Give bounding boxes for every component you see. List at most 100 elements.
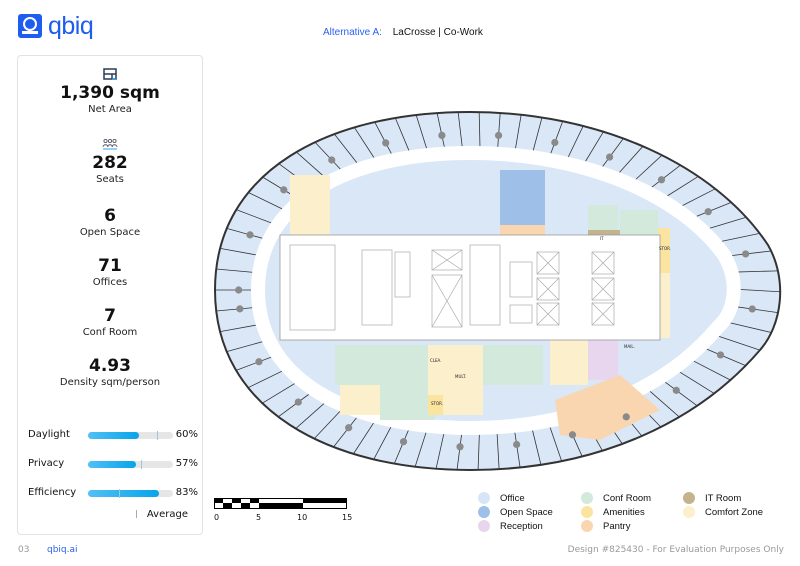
metric-label: Privacy (28, 458, 65, 469)
conf-room-swatch (581, 492, 593, 504)
metric-value: 83% (175, 487, 198, 498)
column (551, 138, 559, 147)
brand-name: qbiq (48, 12, 94, 40)
column (294, 398, 302, 406)
office-wall (673, 367, 715, 394)
office-wall (226, 339, 270, 352)
column (328, 156, 336, 164)
website-link[interactable]: qbiq.ai (47, 545, 78, 555)
stat-label: Offices (92, 277, 128, 288)
column (513, 440, 521, 449)
column (657, 176, 666, 184)
floor-area-icon (103, 68, 117, 80)
average-legend: Average (135, 509, 188, 520)
room-label-storage: STOR. (431, 401, 443, 406)
metric-privacy: Privacy 57% (28, 458, 198, 472)
legend-label: Office (500, 492, 525, 504)
office-wall (248, 192, 289, 213)
office-wall (733, 288, 781, 293)
column (280, 186, 288, 194)
structural-columns (235, 131, 756, 451)
stat-value: 7 (104, 306, 116, 326)
office-wall (711, 333, 761, 351)
column (748, 305, 756, 313)
legend-office: Office (478, 492, 525, 504)
office-wall (644, 386, 680, 418)
legend-pantry: Pantry (581, 520, 630, 532)
scale-label: 15 (342, 513, 353, 522)
office-wall (686, 357, 731, 381)
office-wall (236, 209, 278, 226)
column (716, 351, 725, 359)
room-label-mail: MAIL. (624, 344, 635, 349)
stat-density: 4.93 Density sqm/person (18, 356, 202, 388)
stat-label: Conf Room (82, 327, 138, 338)
page-header: Alternative A: LaCrosse | Co-Work (323, 27, 483, 38)
column (494, 131, 503, 140)
column (456, 443, 464, 451)
column (236, 305, 244, 313)
stat-value: 6 (104, 206, 116, 226)
office-wall (731, 270, 778, 273)
metric-daylight: Daylight 60% (28, 429, 198, 443)
column (742, 250, 750, 258)
it-room-swatch (683, 492, 695, 504)
scale-label: 10 (297, 513, 308, 522)
open-space-swatch (478, 506, 490, 518)
office-wall (220, 323, 263, 333)
metric-bar (88, 489, 173, 498)
column (399, 438, 408, 446)
design-note: Design #825430 - For Evaluation Purposes… (567, 545, 784, 555)
qbiq-logo-icon (18, 14, 42, 38)
page-number: 03 (18, 545, 30, 555)
office-wall (295, 398, 330, 429)
average-label: Average (146, 509, 188, 520)
average-marker (118, 489, 120, 498)
floor-plan[interactable]: IT STOR. STOR. MULT. CLEA. MAIL. (200, 100, 790, 485)
stat-value: 282 (92, 153, 128, 173)
stat-value: 4.93 (89, 356, 131, 376)
scale-bar: 0 5 10 15 (214, 495, 352, 522)
metric-value: 60% (175, 429, 198, 440)
reception-swatch (478, 520, 490, 532)
office-swatch (478, 492, 490, 504)
stat-seats: 282 Seats (18, 138, 202, 185)
column (246, 231, 254, 239)
legend-reception: Reception (478, 520, 543, 532)
stat-offices: 71 Offices (18, 256, 202, 288)
inner-rooms: IT STOR. STOR. MULT. CLEA. MAIL. (279, 170, 671, 440)
column (382, 139, 390, 147)
room-label-storage: STOR. (659, 246, 671, 251)
office-wall (247, 367, 289, 389)
pantry-swatch (581, 520, 593, 532)
project-name: LaCrosse | Co-Work (392, 27, 483, 38)
legend-label: Reception (500, 520, 543, 532)
comfort-zone-swatch (683, 506, 695, 518)
column (235, 286, 243, 294)
metric-fill (88, 432, 139, 439)
amenities-swatch (581, 506, 593, 518)
stat-conf-room: 7 Conf Room (18, 306, 202, 338)
legend-label: Open Space (500, 506, 553, 518)
room-label-multipurpose: MULT. (455, 374, 466, 379)
qbiq-logo[interactable]: qbiq (18, 12, 94, 40)
metric-bar (88, 460, 173, 469)
alternative-label: Alternative A: (323, 27, 382, 38)
legend-open-space: Open Space (478, 506, 553, 518)
legend-conf-room: Conf Room (581, 492, 651, 504)
column (438, 131, 446, 140)
office-wall (216, 268, 260, 274)
average-marker-icon (135, 510, 137, 518)
legend-label: Amenities (603, 506, 645, 518)
average-marker (140, 460, 142, 469)
scale-label: 5 (256, 513, 262, 522)
metric-bar (88, 431, 173, 440)
legend-it-room: IT Room (683, 492, 741, 504)
scale-label: 0 (214, 513, 220, 522)
column (568, 431, 577, 439)
people-icon (102, 138, 118, 150)
metric-fill (88, 461, 137, 468)
stats-panel: 1,390 sqm Net Area 282 Seats 6 Open Spac… (17, 55, 203, 535)
metric-label: Daylight (28, 429, 70, 440)
column (345, 424, 353, 432)
